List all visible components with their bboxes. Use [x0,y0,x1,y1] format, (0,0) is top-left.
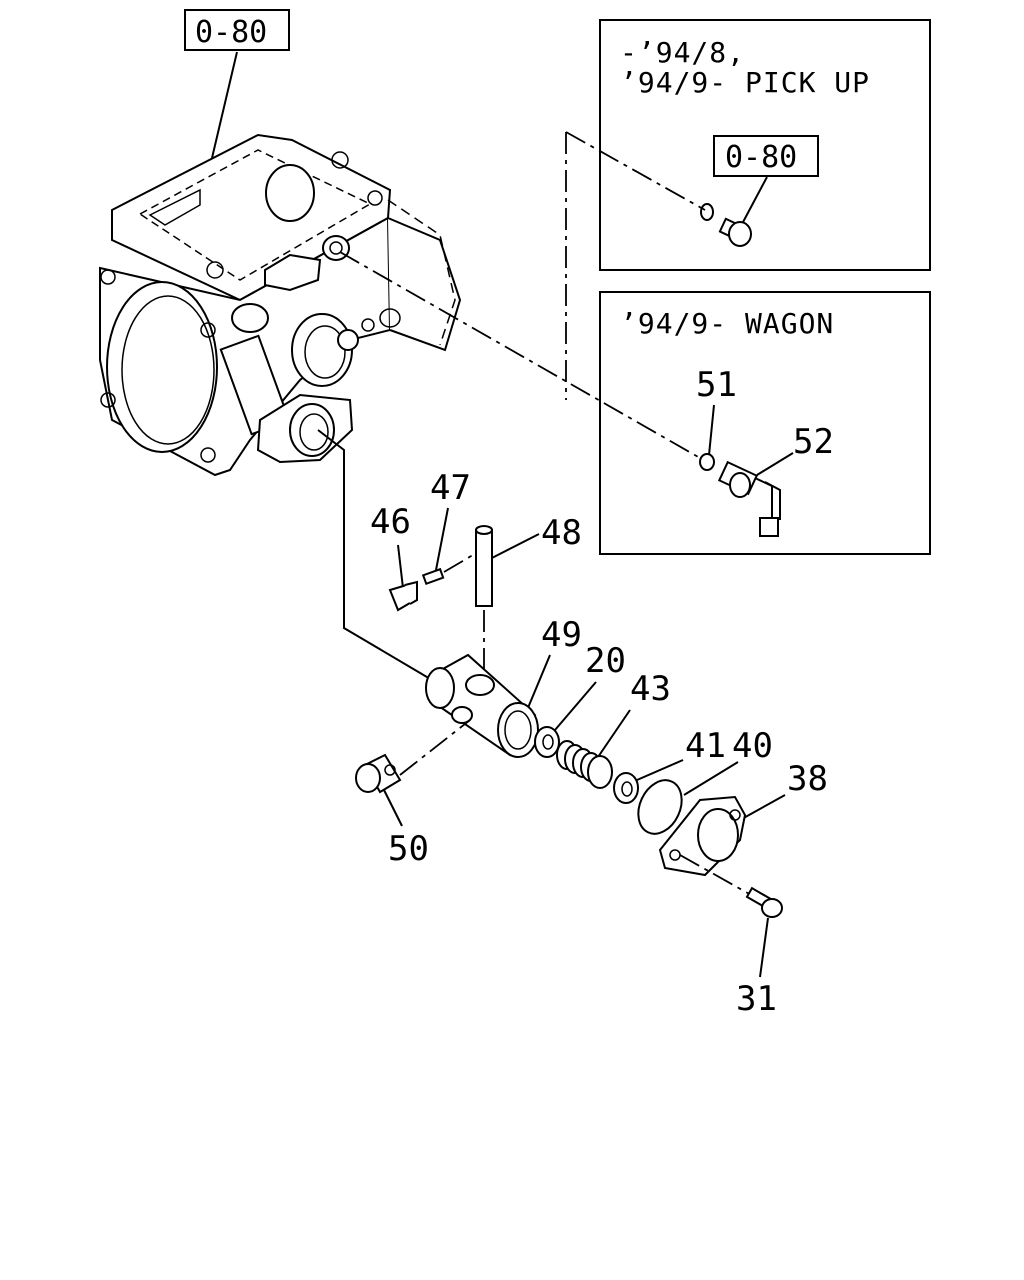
o-ring-icon [700,203,714,221]
inset-wagon: ’94/9- WAGON 51 52 [599,291,931,555]
label-48: 48 [541,513,582,553]
label-50: 50 [388,829,429,869]
inset-pickup: -’94/8, ’94/9- PICK UP 0-80 [599,19,931,271]
throttle-body-housing [99,133,462,477]
inset-pickup-line1: -’94/8, [620,36,745,69]
washer-20-icon [534,726,560,758]
clip-46-icon [388,580,418,612]
label-31: 31 [736,979,777,1019]
screw-31-icon [745,886,783,918]
screw-47-icon [421,567,445,586]
pin-48-icon [475,525,493,607]
label-46: 46 [370,502,411,542]
o-ring-51-icon [699,453,715,471]
guide-line-wagon [339,251,701,459]
main-reference-leader [211,51,238,159]
label-47: 47 [430,468,471,508]
label-40: 40 [732,726,773,766]
inset-wagon-title: ’94/9- WAGON [620,307,834,340]
sensor-52-icon [717,460,781,537]
plug-bolt-icon [718,217,752,247]
label-38: 38 [787,759,828,799]
valve-body-49-icon [425,653,539,758]
main-reference-label: 0-80 [195,15,267,50]
label-49: 49 [541,615,582,655]
o-ring-40-icon [637,779,683,835]
main-reference-box[interactable]: 0-80 [184,9,290,51]
spring-43-icon [556,740,613,789]
label-52: 52 [793,422,834,462]
washer-41-icon [613,772,639,804]
inset-pickup-line2: ’94/9- PICK UP [620,66,870,99]
inset-pickup-reference-label: 0-80 [725,140,797,175]
inset-pickup-reference-box[interactable]: 0-80 [713,135,819,177]
label-20: 20 [585,641,626,681]
label-51: 51 [696,365,737,405]
cover-38-icon [658,795,747,877]
label-43: 43 [630,669,671,709]
guide-line-housing-to-valve [317,429,433,681]
label-41: 41 [685,726,726,766]
plug-50-icon [355,753,402,794]
